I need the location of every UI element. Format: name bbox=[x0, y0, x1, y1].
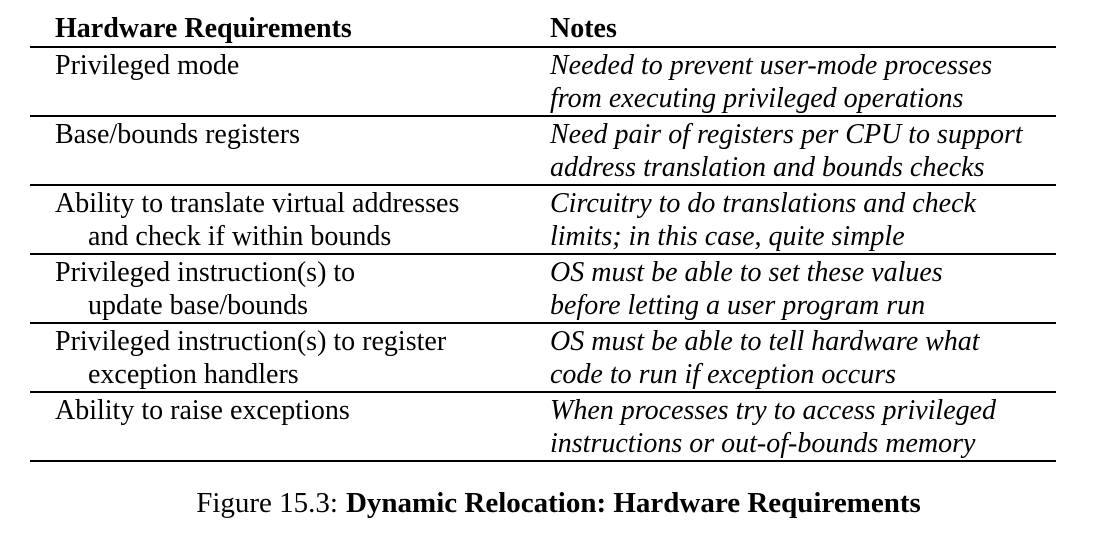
note-line: before letting a user program run bbox=[550, 290, 926, 321]
requirement-cell: Privileged instruction(s) to register ex… bbox=[30, 324, 550, 391]
note-cell: Need pair of registers per CPU to suppor… bbox=[550, 117, 1056, 184]
note-line: Circuitry to do translations and check bbox=[550, 187, 976, 219]
table-row-translate-addresses: Ability to translate virtual addresses a… bbox=[30, 186, 1056, 255]
requirement-cell: Base/bounds registers bbox=[30, 117, 550, 184]
requirement-line: Privileged instruction(s) to bbox=[55, 256, 356, 288]
note-line: address translation and bounds checks bbox=[550, 152, 985, 183]
note-line: OS must be able to set these values bbox=[550, 256, 943, 288]
note-line: from executing privileged operations bbox=[550, 83, 964, 114]
requirement-line: Privileged mode bbox=[55, 49, 240, 81]
note-line: limits; in this case, quite simple bbox=[550, 221, 905, 252]
figure-caption-title: Dynamic Relocation: Hardware Requirement… bbox=[345, 487, 921, 519]
requirement-line: update base/bounds bbox=[88, 290, 309, 321]
figure-caption: Figure 15.3:Dynamic Relocation: Hardware… bbox=[0, 486, 1117, 520]
requirement-line bbox=[55, 427, 550, 461]
requirement-cell: Ability to translate virtual addresses a… bbox=[30, 186, 550, 253]
requirement-line bbox=[55, 82, 550, 116]
column-header-hardware-requirements: Hardware Requirements bbox=[55, 13, 352, 44]
note-line: When processes try to access privileged bbox=[550, 394, 997, 426]
figure-caption-prefix: Figure 15.3: bbox=[196, 487, 338, 519]
note-line: instructions or out-of-bounds memory bbox=[550, 428, 976, 459]
figure-page: Hardware Requirements Notes Privileged m… bbox=[0, 12, 1117, 520]
requirement-line: and check if within bounds bbox=[88, 221, 392, 252]
requirement-cell: Privileged mode bbox=[30, 48, 550, 115]
requirement-line: Ability to raise exceptions bbox=[55, 394, 350, 426]
table-row-privileged-mode: Privileged mode Needed to prevent user-m… bbox=[30, 48, 1056, 117]
note-cell: When processes try to access privileged … bbox=[550, 393, 1056, 460]
note-line: OS must be able to tell hardware what bbox=[550, 325, 980, 357]
table-row-base-bounds-registers: Base/bounds registers Need pair of regis… bbox=[30, 117, 1056, 186]
requirement-cell: Ability to raise exceptions bbox=[30, 393, 550, 460]
requirement-line bbox=[55, 151, 550, 185]
requirement-line: Base/bounds registers bbox=[55, 118, 300, 150]
note-cell: OS must be able to tell hardware what co… bbox=[550, 324, 1056, 391]
requirement-line: Ability to translate virtual addresses bbox=[55, 187, 460, 219]
hardware-requirements-table: Hardware Requirements Notes Privileged m… bbox=[30, 12, 1056, 462]
table-row-update-base-bounds: Privileged instruction(s) to update base… bbox=[30, 255, 1056, 324]
note-line: code to run if exception occurs bbox=[550, 359, 897, 390]
table-header-row: Hardware Requirements Notes bbox=[30, 12, 1056, 48]
note-line: Needed to prevent user-mode processes bbox=[550, 49, 993, 81]
requirement-line: exception handlers bbox=[88, 359, 299, 390]
column-header-notes: Notes bbox=[550, 13, 617, 44]
note-cell: Circuitry to do translations and check l… bbox=[550, 186, 1056, 253]
requirement-line: Privileged instruction(s) to register bbox=[55, 325, 447, 357]
note-cell: Needed to prevent user-mode processes fr… bbox=[550, 48, 1056, 115]
table-row-register-exception-handlers: Privileged instruction(s) to register ex… bbox=[30, 324, 1056, 393]
note-cell: OS must be able to set these values befo… bbox=[550, 255, 1056, 322]
note-line: Need pair of registers per CPU to suppor… bbox=[550, 118, 1023, 150]
table-row-raise-exceptions: Ability to raise exceptions When process… bbox=[30, 393, 1056, 462]
requirement-cell: Privileged instruction(s) to update base… bbox=[30, 255, 550, 322]
